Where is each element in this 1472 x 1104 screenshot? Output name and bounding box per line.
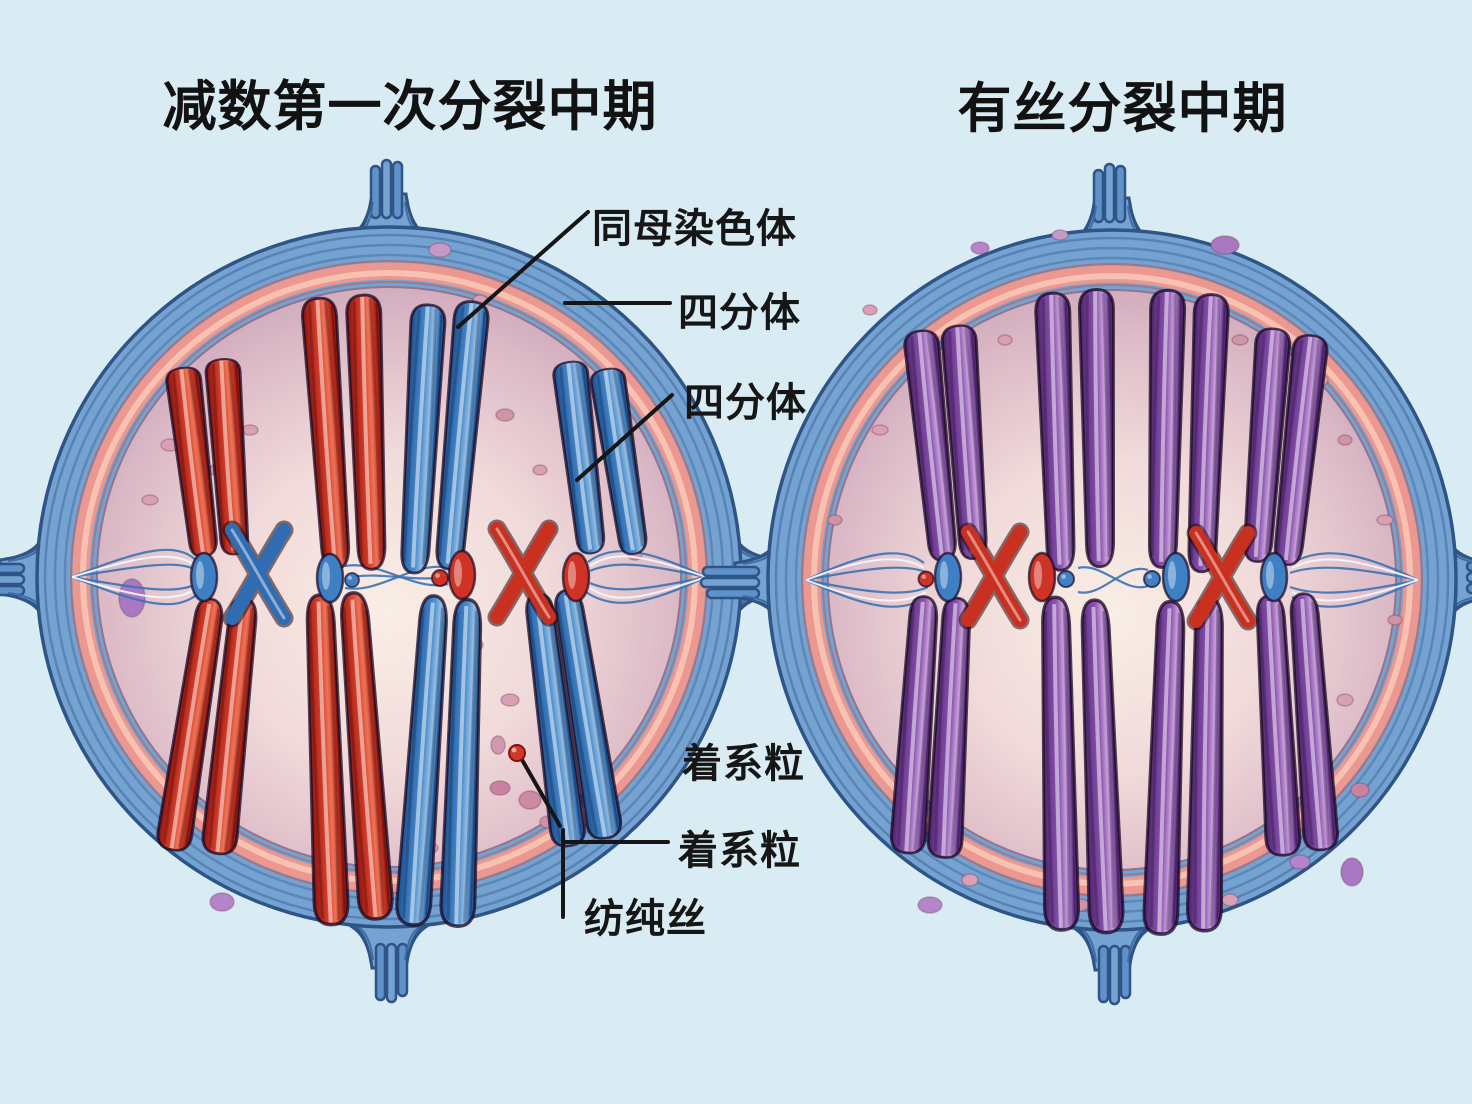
leader-lines [456,210,674,919]
title-meiosis-metaphase: 减数第一次分裂中期 [162,77,658,137]
label-tetrad-lower: 四分体 [684,381,807,425]
mitosis-cytoplasm-speckles [827,229,1403,914]
leader-tetrad-lower [575,393,674,482]
title-mitosis-metaphase: 有丝分裂中期 [957,79,1288,139]
mitosis-cell [699,162,1472,1006]
chromatid [1077,287,1120,570]
leader-homologous-chromosome [456,210,590,329]
label-spindle-fiber: 纺纯丝 [584,897,707,941]
label-homologous-chromosome: 同母染色体 [592,207,797,251]
labelled-centromere-dot [508,744,526,762]
label-centromere-upper: 着系粒 [682,742,805,786]
label-tetrad-upper: 四分体 [678,291,801,335]
meiosis-cell [0,158,814,1004]
leader-centromere-dot [519,756,562,828]
label-centromere-lower: 着系粒 [678,829,801,873]
meiosis-spindle-fibers [71,548,707,606]
